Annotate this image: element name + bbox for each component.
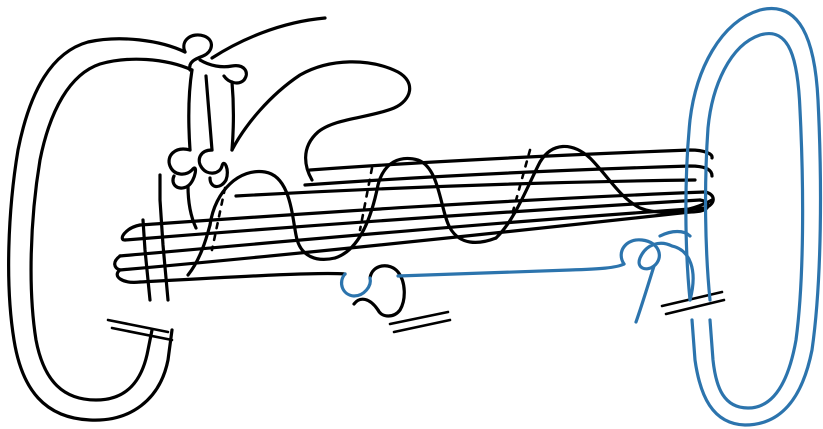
blue-clasp-right (621, 240, 672, 269)
bundle-strand-8 (140, 273, 345, 282)
bundle-strand-3 (236, 180, 695, 196)
clasp-tail (212, 18, 325, 58)
lower-clasp-black-drop (354, 299, 378, 310)
tentacle-arm (232, 62, 410, 180)
blue-bridge (398, 264, 624, 276)
left-band-loop (9, 39, 192, 420)
right-loop-inner-strand (706, 34, 803, 408)
mid-clasp-left (169, 149, 195, 188)
left-loop-inner-strand (31, 59, 192, 400)
lower-clasp (354, 266, 404, 316)
left-loop-strand-down-b (143, 220, 150, 300)
blue-clasp-tail (636, 266, 654, 322)
surgery-marks (108, 292, 724, 340)
clasp-vertical-left (189, 70, 192, 150)
blue-clasp-left (342, 274, 371, 296)
right-band-loop (686, 8, 821, 425)
mid-clasp-right (199, 150, 227, 187)
tentacle-column-right (232, 82, 234, 150)
left-loop-outer-strand (9, 39, 185, 420)
clasp-vertical-right (206, 76, 212, 150)
